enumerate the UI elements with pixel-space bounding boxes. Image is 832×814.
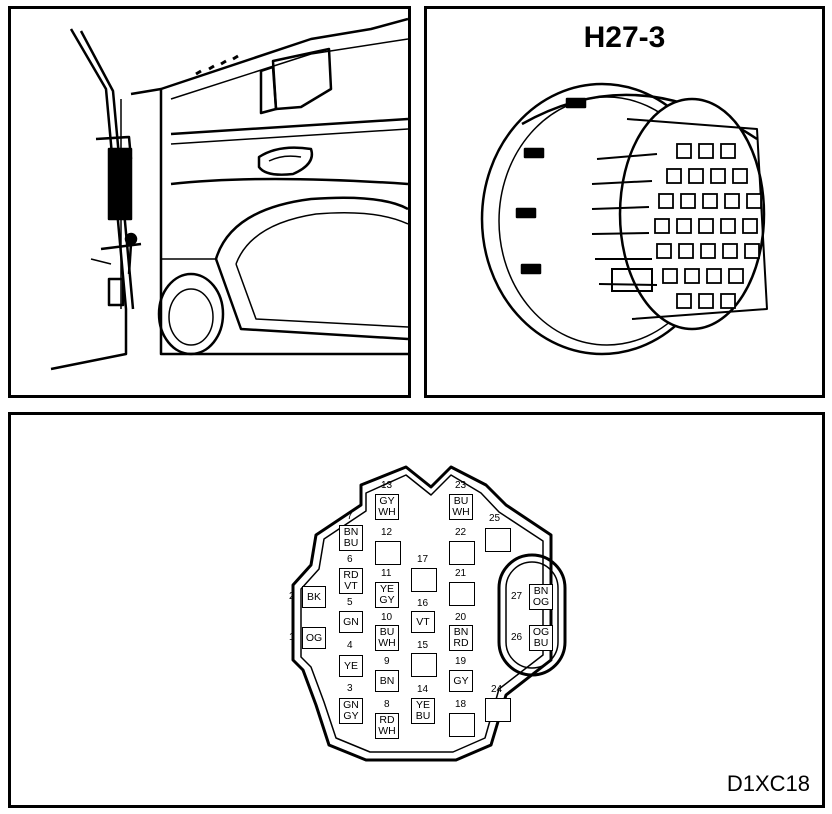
connector-view-panel: H27-3 <box>424 6 825 398</box>
pin-3-cavity: GN GY <box>339 698 363 724</box>
pin-8-wire-2: WH <box>378 725 396 737</box>
pin-27-cavity: BN OG <box>529 584 553 610</box>
pin-20-number: 20 <box>455 612 467 623</box>
pin-9-number: 9 <box>384 656 390 667</box>
pin-11-wire-2: GY <box>379 594 395 606</box>
pin-11-number: 11 <box>381 568 392 579</box>
pin-14-number: 14 <box>417 684 429 695</box>
pin-16-cavity: VT <box>411 611 435 633</box>
connector-face-outline <box>291 465 567 762</box>
pin-13-cavity: GY WH <box>375 494 399 520</box>
pin-11-cavity: YE GY <box>375 582 399 608</box>
pin-23-wire-2: WH <box>452 506 470 518</box>
pin-19-number: 19 <box>455 656 467 667</box>
pin-18-cavity <box>449 713 475 737</box>
pin-6-cavity: RD VT <box>339 568 363 594</box>
pin-26-cavity: OG BU <box>529 625 553 651</box>
pin-12-cavity <box>375 541 401 565</box>
pin-27-wire-1: BN <box>533 585 549 597</box>
pin-10-wire-1: BU <box>379 626 395 638</box>
pin-7-number: 7 <box>347 511 353 522</box>
pin-11-wire-1: YE <box>379 583 394 595</box>
pin-16-wire-1: VT <box>416 615 430 628</box>
pin-14-wire-2: BU <box>415 710 431 722</box>
pin-2-number: 2 <box>289 591 295 602</box>
pin-6-wire-2: VT <box>344 580 358 592</box>
pin-27-number: 27 <box>511 591 523 602</box>
pin-4-wire-1: YE <box>343 659 358 672</box>
pin-7-wire-1: BN <box>343 526 359 538</box>
pin-17-cavity <box>411 568 437 592</box>
pin-25-number: 25 <box>489 513 501 524</box>
pin-26-wire-1: OG <box>532 626 550 638</box>
door-location-panel <box>8 6 411 398</box>
pin-20-cavity: BN RD <box>449 625 473 651</box>
pin-10-cavity: BU WH <box>375 625 399 651</box>
pin-13-wire-1: GY <box>379 495 395 507</box>
pin-7-cavity: BN BU <box>339 525 363 551</box>
pin-6-number: 6 <box>347 554 353 565</box>
pin-22-number: 22 <box>455 527 467 538</box>
pin-21-number: 21 <box>455 568 467 579</box>
pin-9-wire-1: BN <box>379 674 395 687</box>
pin-10-number: 10 <box>381 612 393 623</box>
pin-1-wire-1: OG <box>305 631 323 644</box>
pin-3-wire-2: GY <box>343 710 359 722</box>
pin-4-number: 4 <box>347 640 353 651</box>
connector-illustration <box>480 82 768 356</box>
pin-15-number: 15 <box>417 640 429 651</box>
pin-25-cavity <box>485 528 511 552</box>
pinout-panel: OG 1 BK 2 GN GY 3 YE 4 GN 5 RD VT 6 BN B… <box>8 412 825 808</box>
pin-26-number: 26 <box>511 632 523 643</box>
pin-24-cavity <box>485 698 511 722</box>
pin-8-wire-1: RD <box>379 714 395 726</box>
pin-2-cavity: BK <box>302 586 326 608</box>
pin-8-cavity: RD WH <box>375 713 399 739</box>
pin-4-cavity: YE <box>339 655 363 677</box>
pin-23-cavity: BU WH <box>449 494 473 520</box>
pin-22-cavity <box>449 541 475 565</box>
pin-10-wire-2: WH <box>378 637 396 649</box>
pin-5-cavity: GN <box>339 611 363 633</box>
pin-18-number: 18 <box>455 699 467 710</box>
pin-9-cavity: BN <box>375 670 399 692</box>
pin-27-wire-2: OG <box>532 596 550 608</box>
pin-20-wire-1: BN <box>453 626 469 638</box>
connector-title: H27-3 <box>583 21 666 54</box>
pin-1-cavity: OG <box>302 627 326 649</box>
pin-3-wire-1: GN <box>343 699 359 711</box>
pin-23-number: 23 <box>455 480 467 491</box>
drawing-code: D1XC18 <box>726 771 810 796</box>
pin-16-number: 16 <box>417 598 429 609</box>
pin-8-number: 8 <box>384 699 390 710</box>
pin-24-number: 24 <box>491 684 503 695</box>
pin-2-wire-1: BK <box>306 590 321 603</box>
pin-23-wire-1: BU <box>453 495 469 507</box>
pin-3-number: 3 <box>347 683 353 694</box>
pin-20-wire-2: RD <box>453 637 469 649</box>
pin-14-wire-1: YE <box>415 699 430 711</box>
pin-17-number: 17 <box>417 554 429 565</box>
pin-15-cavity <box>411 653 437 677</box>
pin-6-wire-1: RD <box>343 569 359 581</box>
pin-21-cavity <box>449 582 475 606</box>
pin-14-cavity: YE BU <box>411 698 435 724</box>
pin-19-cavity: GY <box>449 670 473 692</box>
pin-7-wire-2: BU <box>343 537 359 549</box>
pin-13-wire-2: WH <box>378 506 396 518</box>
pin-1-number: 1 <box>289 632 295 643</box>
pin-19-wire-1: GY <box>453 674 469 687</box>
pin-13-number: 13 <box>381 480 393 491</box>
pin-26-wire-2: BU <box>533 637 549 649</box>
pin-5-number: 5 <box>347 597 353 608</box>
pin-5-wire-1: GN <box>343 615 359 628</box>
pin-12-number: 12 <box>381 527 393 538</box>
door-illustration <box>50 17 408 371</box>
